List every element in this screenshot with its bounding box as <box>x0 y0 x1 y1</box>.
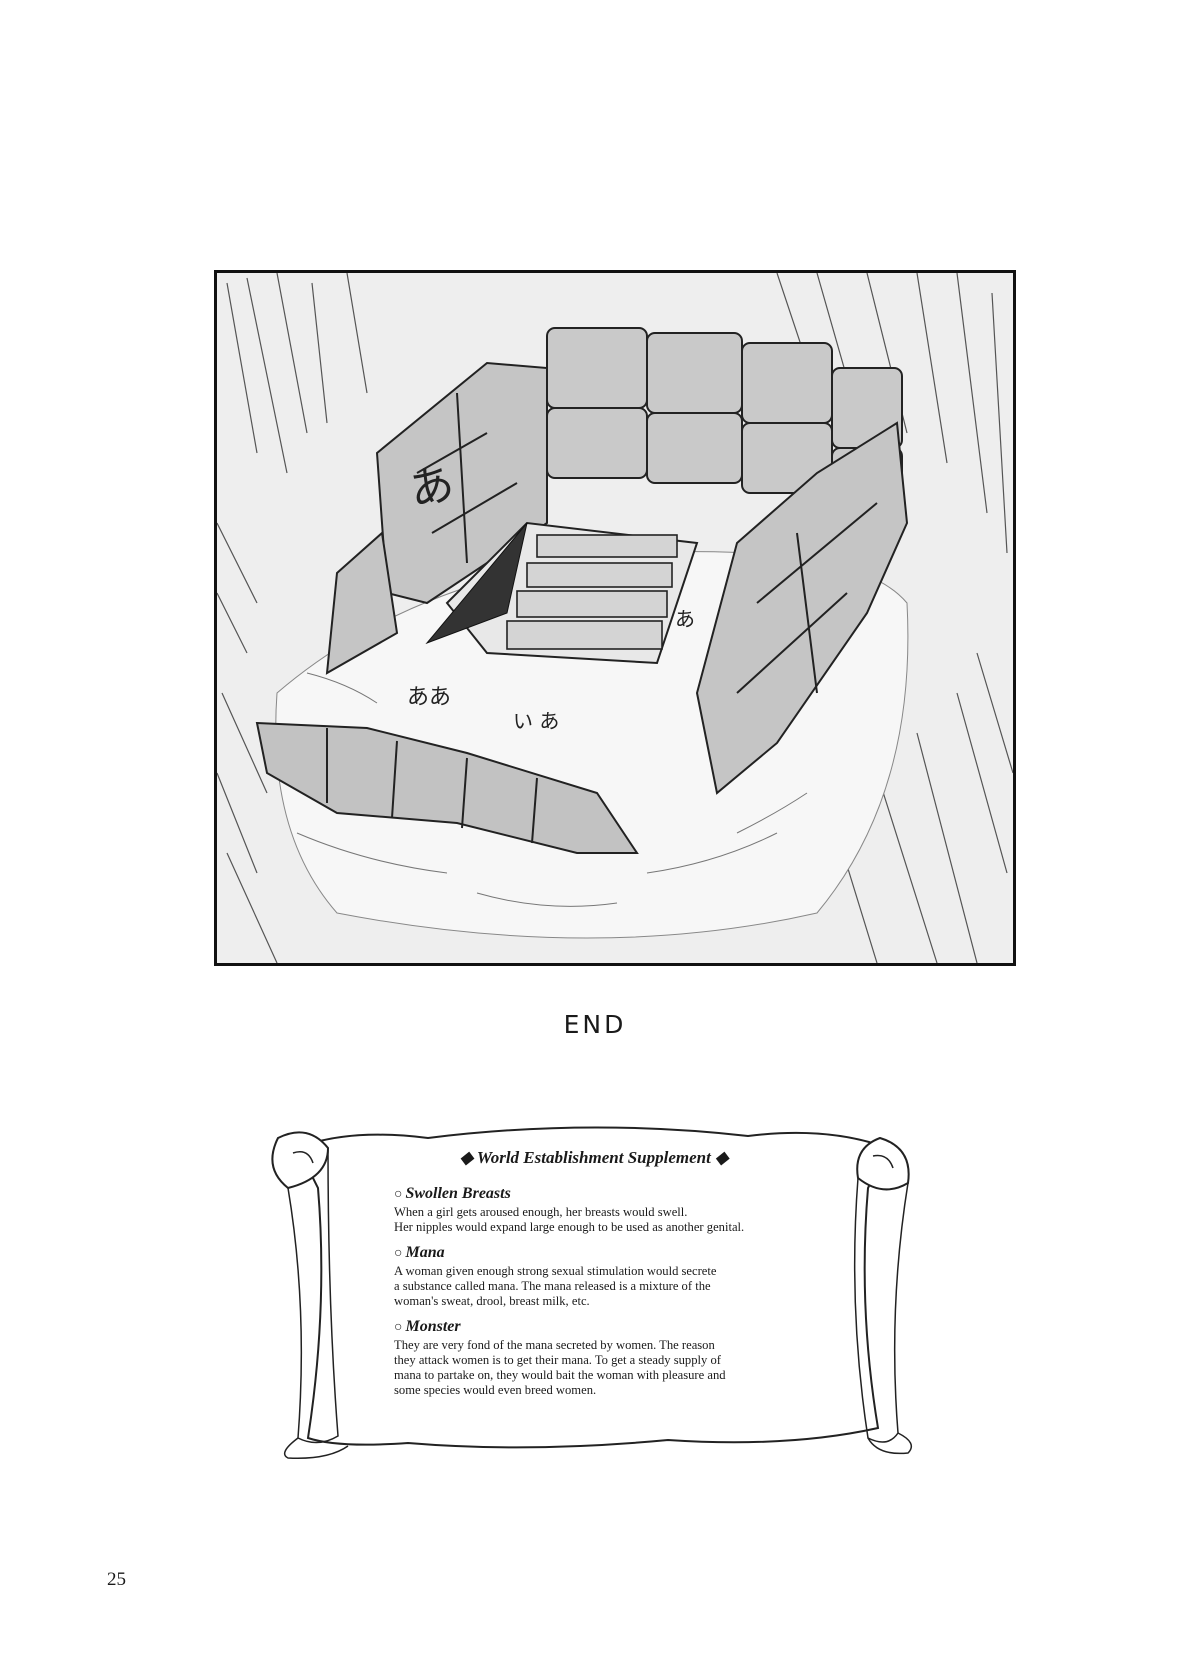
entry-body-line: A woman given enough strong sexual stimu… <box>394 1264 717 1278</box>
illustration-panel: あ あ ああ い あ <box>214 270 1016 966</box>
circle-bullet-icon: ○ <box>394 1187 403 1202</box>
entry-swollen-breasts: ○Swollen Breasts When a girl gets arouse… <box>394 1184 794 1235</box>
entry-body-line: They are very fond of the mana secreted … <box>394 1338 715 1352</box>
entry-body-line: a substance called mana. The mana releas… <box>394 1279 711 1293</box>
entry-heading-text: Monster <box>405 1318 461 1335</box>
sound-effect-aa: ああ <box>407 685 452 710</box>
entry-monster: ○Monster They are very fond of the mana … <box>394 1317 794 1398</box>
entry-body-line: some species would even breed women. <box>394 1383 597 1397</box>
sound-effect-ia: い あ <box>513 709 560 733</box>
entry-body-line: woman's sweat, drool, breast milk, etc. <box>394 1294 590 1308</box>
circle-bullet-icon: ○ <box>394 1320 403 1335</box>
entry-body-line: When a girl gets aroused enough, her bre… <box>394 1205 688 1219</box>
page-number: 25 <box>107 1569 126 1590</box>
stone-ruin-illustration <box>217 273 1013 963</box>
entry-heading: ○Monster <box>394 1317 794 1338</box>
end-label: END <box>563 1010 627 1039</box>
supplement-scroll: ◆ World Establishment Supplement ◆ ○Swol… <box>268 1108 920 1460</box>
entry-heading: ○Mana <box>394 1243 794 1264</box>
supplement-title: ◆ World Establishment Supplement ◆ <box>459 1148 729 1167</box>
circle-bullet-icon: ○ <box>394 1246 403 1261</box>
parchment-scroll-graphic <box>271 1126 913 1459</box>
supplement-text: ◆ World Establishment Supplement ◆ ○Swol… <box>394 1148 794 1406</box>
sound-effect-a-right: あ <box>675 607 695 631</box>
entry-heading-text: Mana <box>405 1244 445 1261</box>
entry-body-line: Her nipples would expand large enough to… <box>394 1220 745 1234</box>
entry-mana: ○Mana A woman given enough strong sexual… <box>394 1243 794 1309</box>
entry-body-line: they attack women is to get their mana. … <box>394 1353 721 1367</box>
entry-heading: ○Swollen Breasts <box>394 1184 794 1205</box>
entry-body-line: mana to partake on, they would bait the … <box>394 1368 726 1382</box>
entry-heading-text: Swollen Breasts <box>405 1185 511 1202</box>
